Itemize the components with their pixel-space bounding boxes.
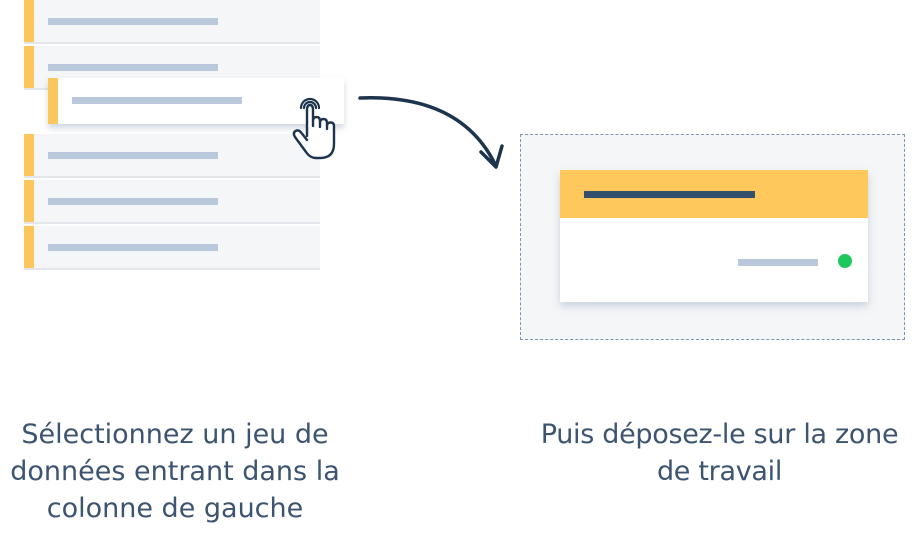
select-step-caption: Sélectionnez un jeu de données entrant d… [0, 416, 350, 527]
row-accent [24, 180, 34, 222]
drop-step-caption: Puis déposez-le sur la zone de travail [520, 416, 919, 490]
row-label-placeholder [72, 97, 242, 104]
row-accent [24, 134, 34, 176]
caption-line: de travail [656, 456, 783, 487]
row-label-placeholder [48, 18, 218, 25]
card-header [560, 170, 868, 218]
status-dot-icon [838, 254, 852, 268]
row-label-placeholder [48, 152, 218, 159]
dragged-dataset-row[interactable] [48, 78, 344, 124]
dataset-row[interactable] [24, 134, 320, 178]
row-label-placeholder [48, 198, 218, 205]
dataset-row[interactable] [24, 226, 320, 270]
row-accent [24, 46, 34, 88]
dataset-row[interactable] [24, 0, 320, 44]
caption-line: Puis déposez-le sur la zone [540, 419, 899, 450]
card-title-placeholder [584, 191, 755, 198]
row-label-placeholder [48, 64, 218, 71]
curved-arrow-icon [358, 96, 504, 169]
caption-line: données entrant dans la [10, 456, 340, 487]
card-meta-placeholder [738, 259, 818, 266]
caption-line: Sélectionnez un jeu de [21, 419, 329, 450]
row-label-placeholder [48, 244, 218, 251]
caption-line: colonne de gauche [46, 493, 304, 524]
row-accent [48, 78, 58, 124]
hand-pointer-icon [292, 97, 336, 160]
row-accent [24, 226, 34, 268]
row-accent [24, 0, 34, 42]
dataset-row[interactable] [24, 180, 320, 224]
dataset-card[interactable] [560, 170, 868, 302]
